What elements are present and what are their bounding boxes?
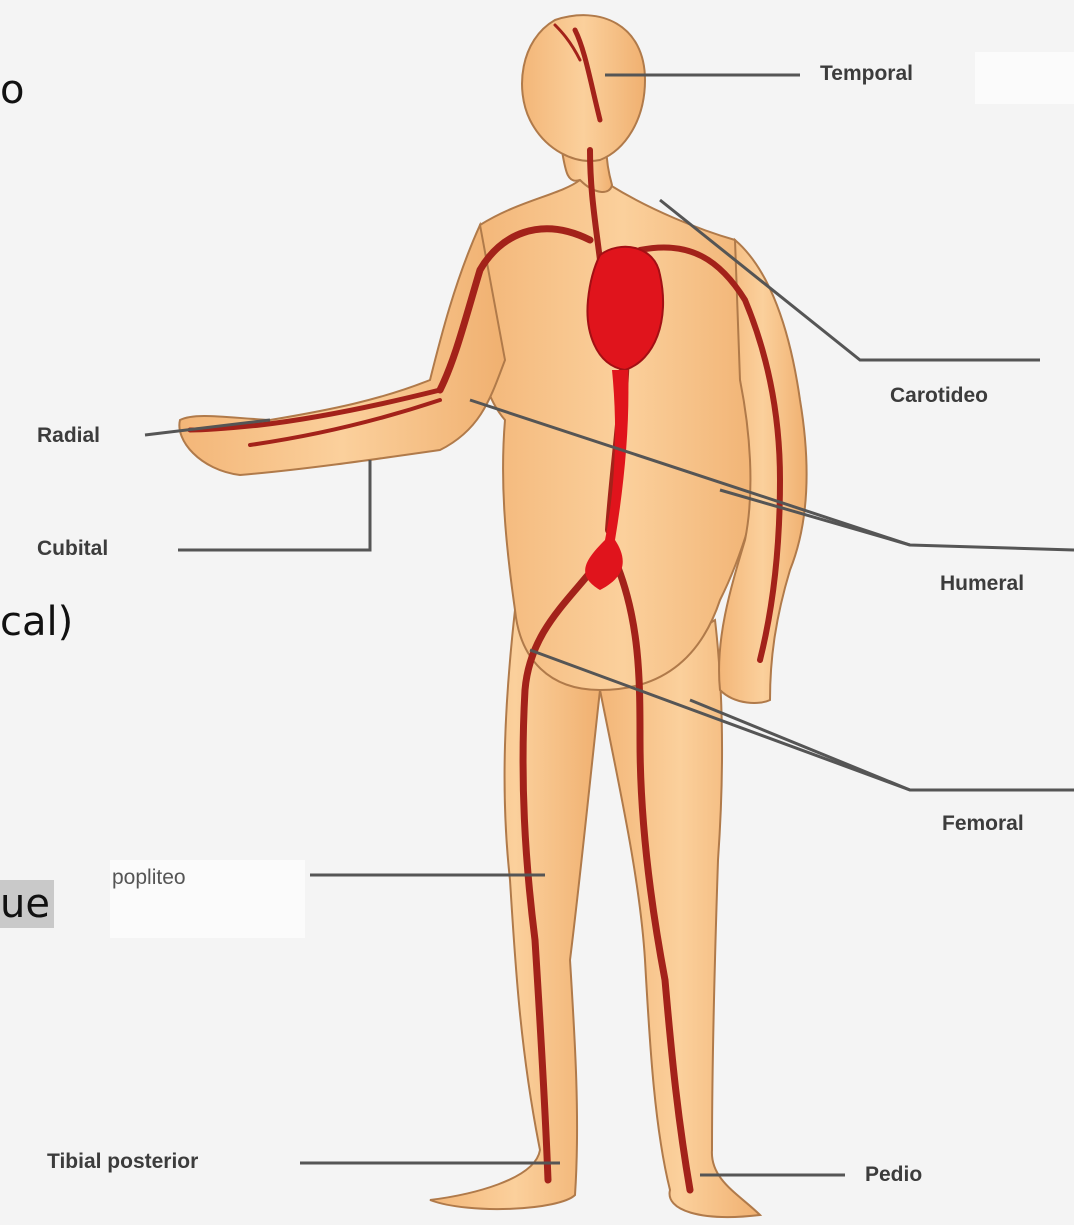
label-cubital: Cubital [37, 537, 108, 561]
label-radial: Radial [37, 424, 100, 448]
label-pedio: Pedio [865, 1163, 922, 1187]
label-humeral: Humeral [940, 572, 1024, 596]
label-carotideo: Carotideo [890, 384, 988, 408]
label-popliteo: popliteo [112, 866, 186, 890]
label-tibial-posterior: Tibial posterior [47, 1150, 198, 1174]
label-femoral: Femoral [942, 812, 1024, 836]
cubital-leader-line [178, 460, 370, 550]
human-body-figure [179, 15, 806, 1217]
label-temporal: Temporal [820, 62, 913, 86]
